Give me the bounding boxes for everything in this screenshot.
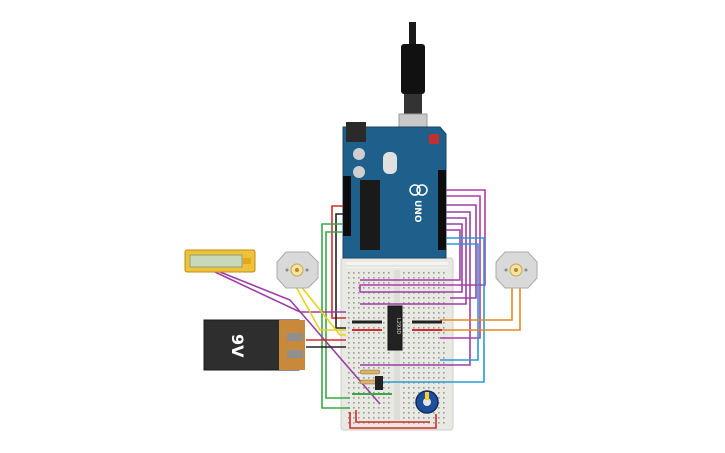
- dc-motor-left: [276, 251, 319, 289]
- battery-9v: 9V: [203, 319, 305, 371]
- wire-blue-2: [440, 243, 479, 361]
- wire-green-1: [321, 223, 350, 409]
- motor-driver-ic: L293D: [387, 305, 403, 351]
- wire-purple-5: [360, 229, 461, 281]
- wire-red-bottom: [349, 412, 437, 429]
- wire-magenta-1: [359, 189, 486, 292]
- wire-purple-4: [360, 223, 463, 293]
- wire-purple-3: [360, 217, 467, 305]
- lcd-display: [184, 249, 256, 273]
- wire-black-1: [335, 213, 346, 329]
- wire-lcd-1: [219, 271, 381, 405]
- wires: [214, 189, 521, 429]
- potentiometer: [415, 390, 439, 414]
- wire-green-2: [325, 231, 350, 399]
- wire-purple-1: [446, 204, 477, 299]
- usb-cable: [398, 22, 428, 141]
- wire-yellow-2: [299, 284, 346, 336]
- wire-orange-2: [440, 288, 521, 331]
- wire-red-bottom-2: [355, 410, 430, 423]
- wire-blue-1: [372, 237, 485, 383]
- driver-chip-label: L293D: [395, 318, 401, 334]
- arduino-model-label: UNO: [412, 200, 422, 223]
- wire-yellow-1: [294, 284, 346, 331]
- arduino-uno: UNO: [342, 122, 447, 259]
- dc-motor-right: [495, 251, 538, 289]
- battery-label: 9V: [228, 334, 247, 358]
- wire-red-1: [331, 205, 346, 319]
- wire-magenta-2: [440, 195, 481, 339]
- wire-orange-1: [440, 288, 513, 321]
- resistors: [359, 369, 383, 390]
- wire-lcd-2: [214, 271, 346, 313]
- wire-purple-2: [360, 211, 471, 366]
